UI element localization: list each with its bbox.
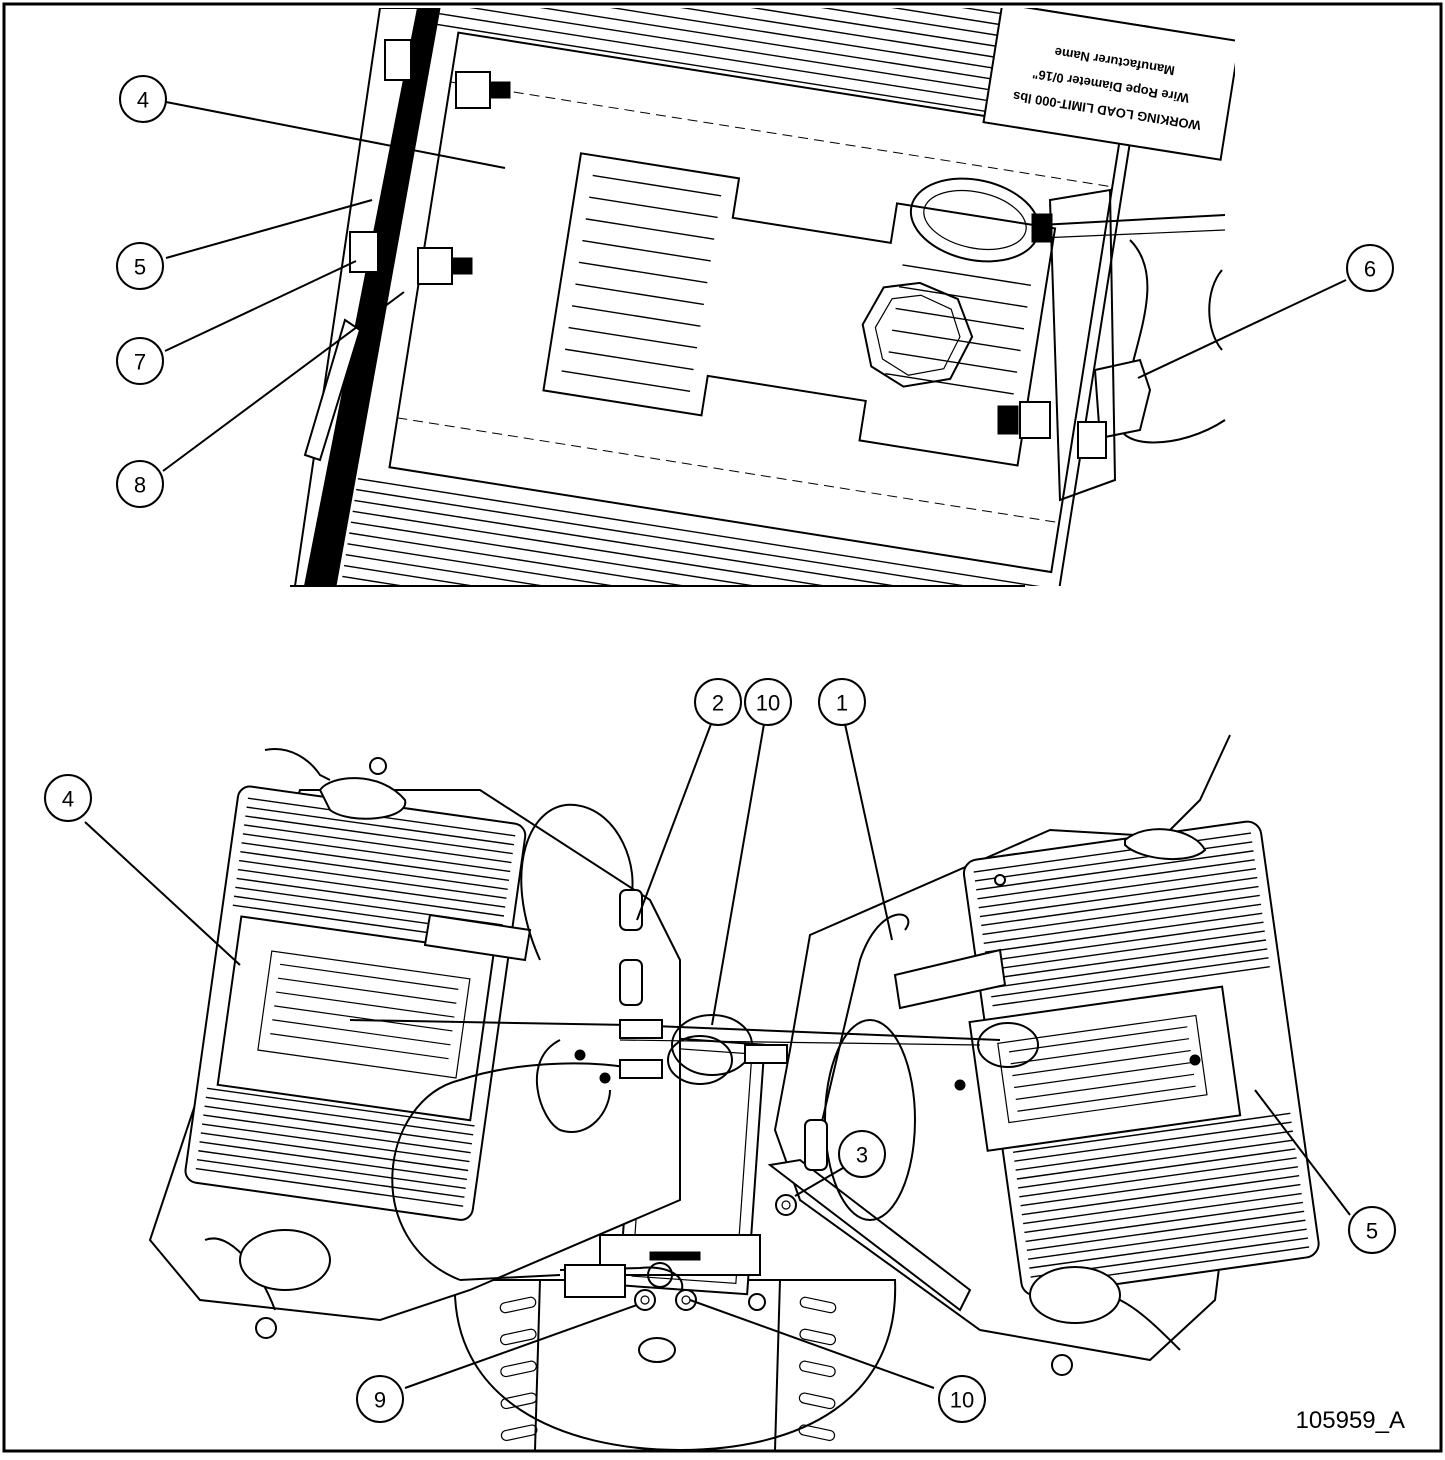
callout-balloon-top-5: 5 xyxy=(116,242,164,290)
wire-ropes xyxy=(349,803,1039,1298)
left-heat-sink xyxy=(184,785,527,1221)
callout-number: 1 xyxy=(836,691,848,716)
callout-balloon-bot-10a: 10 xyxy=(744,678,792,726)
callout-number: 5 xyxy=(134,255,146,280)
callout-number: 6 xyxy=(1364,257,1376,282)
callout-circle xyxy=(116,242,164,290)
callout-leaders xyxy=(84,101,1351,1389)
left-label-plate xyxy=(423,913,532,962)
callout-balloon-top-4: 4 xyxy=(119,75,167,123)
callout-balloon-bot-3: 3 xyxy=(838,1130,886,1178)
callout-balloon-bot-10b: 10 xyxy=(938,1375,986,1423)
callout-number: 9 xyxy=(374,1388,386,1413)
callout-balloon-top-7: 7 xyxy=(116,337,164,385)
right-label-plate xyxy=(893,948,1007,1010)
callout-circle xyxy=(116,460,164,508)
callout-number: 10 xyxy=(756,691,780,716)
callout-circle xyxy=(1346,244,1394,292)
callout-circle xyxy=(838,1130,886,1178)
right-disc xyxy=(824,1019,916,1221)
callout-balloon-bot-5: 5 xyxy=(1348,1206,1396,1254)
warning-label-plate: WORKING LOAD LIMIT-000 lbs Wire Rope Dia… xyxy=(982,8,1235,161)
callout-circle xyxy=(694,678,742,726)
callout-balloon-top-8: 8 xyxy=(116,460,164,508)
callout-circle xyxy=(356,1375,404,1423)
callout-balloons: 4 5 7 8 6 2 10 1 4 3 5 9 10 xyxy=(44,75,1396,1423)
callout-number: 7 xyxy=(134,350,146,375)
callout-balloon-bot-4: 4 xyxy=(44,774,92,822)
callout-balloon-bot-2: 2 xyxy=(694,678,742,726)
callout-balloon-bot-1: 1 xyxy=(818,678,866,726)
flange-bolt xyxy=(384,39,412,81)
callout-circle xyxy=(938,1375,986,1423)
callout-circle xyxy=(119,75,167,123)
callout-number: 10 xyxy=(950,1388,974,1413)
callout-number: 3 xyxy=(856,1143,868,1168)
callout-number: 8 xyxy=(134,473,146,498)
right-strut xyxy=(767,1158,972,1312)
callout-circle xyxy=(818,678,866,726)
callout-circle xyxy=(44,774,92,822)
mounting-plate xyxy=(388,31,1122,574)
callout-number: 4 xyxy=(137,88,149,113)
right-heat-sink xyxy=(962,820,1320,1297)
callout-number: 5 xyxy=(1366,1219,1378,1244)
callout-balloon-top-6: 6 xyxy=(1346,244,1394,292)
callout-number: 4 xyxy=(62,787,74,812)
fastener-studs xyxy=(417,71,1107,459)
callout-circle xyxy=(1348,1206,1396,1254)
top-detail-view: WORKING LOAD LIMIT-000 lbs Wire Rope Dia… xyxy=(290,8,1235,587)
lever-handles xyxy=(204,734,1231,1376)
callout-number: 2 xyxy=(712,691,724,716)
nuts xyxy=(574,874,1201,1311)
flange-bolt xyxy=(349,231,379,273)
bracket-clamp xyxy=(861,281,974,388)
figure-id: 105959_A xyxy=(1296,1407,1405,1434)
flange-lip xyxy=(303,318,362,462)
callout-balloon-bot-9: 9 xyxy=(356,1375,404,1423)
callout-circle xyxy=(116,337,164,385)
assembly-view xyxy=(148,734,1320,1452)
callout-circle xyxy=(744,678,792,726)
bracket-handle xyxy=(1048,188,1152,502)
